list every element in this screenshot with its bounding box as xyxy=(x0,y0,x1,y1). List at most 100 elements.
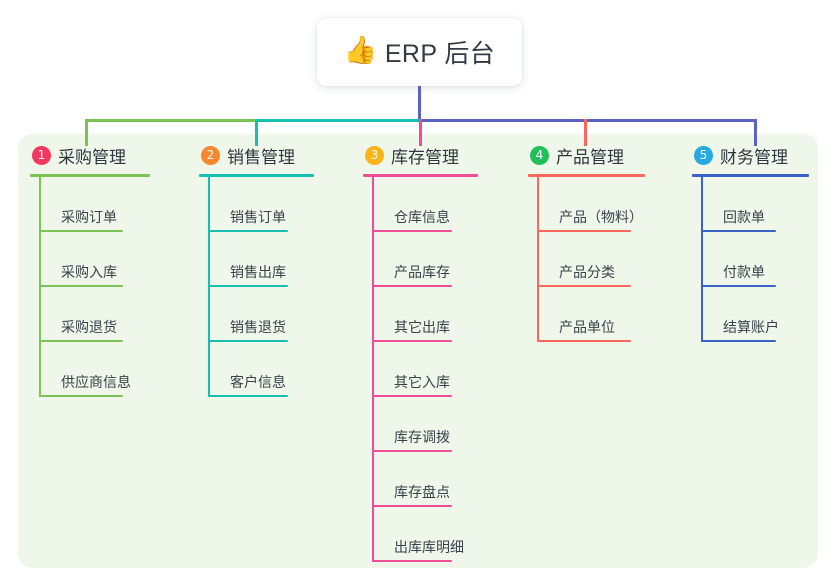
branch-item-label: 采购订单 xyxy=(61,209,117,225)
branch-item-label: 产品单位 xyxy=(559,319,615,335)
branch-item-underline xyxy=(208,285,288,287)
branch-item[interactable]: 产品分类 xyxy=(528,232,645,287)
branch-item-label: 产品库存 xyxy=(394,264,450,280)
branch-item[interactable]: 产品单位 xyxy=(528,287,645,342)
branch-item-underline xyxy=(701,340,776,342)
branch-item[interactable]: 其它出库 xyxy=(363,287,478,342)
branch-number-badge: 3 xyxy=(365,145,384,165)
drop-inventory xyxy=(419,119,422,146)
branch-number-badge: 1 xyxy=(32,145,51,165)
branch-item-label: 其它入库 xyxy=(394,374,450,390)
bus-segment-teal xyxy=(255,119,419,122)
branch-item-underline xyxy=(372,560,452,562)
branch-item-label: 库存调拨 xyxy=(394,429,450,445)
branch-item-underline xyxy=(39,230,123,232)
branch-item-label: 销售退货 xyxy=(230,319,286,335)
branch-item-label: 付款单 xyxy=(723,264,765,280)
bus-segment-green xyxy=(85,119,255,122)
branch-header-1[interactable]: 1 采购管理 xyxy=(30,142,150,168)
drop-sales xyxy=(255,119,258,146)
branch-column-4: 4 产品管理产品（物料） 产品分类产品单位 xyxy=(528,142,645,342)
branch-spine-line xyxy=(372,177,374,562)
branch-item[interactable]: 其它入库 xyxy=(363,342,478,397)
branch-item[interactable]: 库存盘点 xyxy=(363,452,478,507)
branch-header-underline xyxy=(199,174,314,177)
branch-item[interactable]: 产品库存 xyxy=(363,232,478,287)
branch-item-label: 销售订单 xyxy=(230,209,286,225)
branch-number-badge: 5 xyxy=(694,145,713,165)
branch-title: 产品管理 xyxy=(556,147,624,167)
drop-finance xyxy=(754,119,757,146)
branch-item-list: 采购订单采购入库采购退货供应商信息 xyxy=(30,177,150,397)
branch-item[interactable]: 仓库信息 xyxy=(363,177,478,232)
branch-item-label: 产品（物料） xyxy=(559,209,643,225)
branch-item-underline xyxy=(372,450,452,452)
branch-item[interactable]: 供应商信息 xyxy=(30,342,150,397)
branches-panel xyxy=(18,134,818,568)
branch-spine-line xyxy=(537,177,539,342)
branch-item[interactable]: 销售退货 xyxy=(199,287,314,342)
branch-item-underline xyxy=(537,340,631,342)
branch-item-list: 仓库信息产品库存其它出库其它入库库存调拨库存盘点出库库明细 xyxy=(363,177,478,562)
branch-header-3[interactable]: 3 库存管理 xyxy=(363,142,478,168)
branch-title: 销售管理 xyxy=(227,147,295,167)
branch-item-label: 采购入库 xyxy=(61,264,117,280)
branch-item[interactable]: 付款单 xyxy=(692,232,809,287)
drop-product xyxy=(584,119,587,146)
branch-item[interactable]: 产品（物料） xyxy=(528,177,645,232)
branch-item-label: 库存盘点 xyxy=(394,484,450,500)
branch-item[interactable]: 销售订单 xyxy=(199,177,314,232)
branch-item-underline xyxy=(701,230,776,232)
branch-title: 库存管理 xyxy=(391,147,459,167)
branch-item-underline xyxy=(39,340,123,342)
branch-item-underline xyxy=(208,395,288,397)
branch-item-underline xyxy=(372,395,452,397)
branch-item-underline xyxy=(372,285,452,287)
branch-column-3: 3 库存管理仓库信息产品库存其它出库其它入库库存调拨库存盘点出库库明细 xyxy=(363,142,478,562)
branch-spine-line xyxy=(39,177,41,397)
branch-item[interactable]: 采购订单 xyxy=(30,177,150,232)
branch-item-list: 销售订单销售出库销售退货客户信息 xyxy=(199,177,314,397)
branch-header-underline xyxy=(30,174,150,177)
branch-number-badge: 2 xyxy=(201,145,220,165)
branch-item[interactable]: 客户信息 xyxy=(199,342,314,397)
branch-item[interactable]: 采购入库 xyxy=(30,232,150,287)
branch-item-underline xyxy=(208,230,288,232)
branch-item[interactable]: 回款单 xyxy=(692,177,809,232)
branch-item-label: 仓库信息 xyxy=(394,209,450,225)
thumbs-up-icon: 👍 xyxy=(343,35,378,65)
branch-item-label: 销售出库 xyxy=(230,264,286,280)
branch-item-label: 产品分类 xyxy=(559,264,615,280)
branch-item-underline xyxy=(537,230,631,232)
branch-item-underline xyxy=(39,395,123,397)
branch-item[interactable]: 结算账户 xyxy=(692,287,809,342)
root-node[interactable]: 👍 ERP 后台 xyxy=(317,18,522,86)
branch-item-label: 其它出库 xyxy=(394,319,450,335)
branch-header-4[interactable]: 4 产品管理 xyxy=(528,142,645,168)
branch-item-underline xyxy=(537,285,631,287)
branch-spine-line xyxy=(208,177,210,397)
branch-spine-line xyxy=(701,177,703,342)
branch-item-label: 采购退货 xyxy=(61,319,117,335)
branch-item[interactable]: 出库库明细 xyxy=(363,507,478,562)
branch-item-underline xyxy=(701,285,776,287)
branch-item-label: 出库库明细 xyxy=(394,539,464,555)
root-stem-line xyxy=(418,86,421,122)
branch-column-2: 2 销售管理销售订单销售出库销售退货客户信息 xyxy=(199,142,314,397)
branch-item-label: 回款单 xyxy=(723,209,765,225)
branch-item-underline xyxy=(372,230,452,232)
branch-item-list: 产品（物料） 产品分类产品单位 xyxy=(528,177,645,342)
branch-item[interactable]: 采购退货 xyxy=(30,287,150,342)
branch-number-badge: 4 xyxy=(530,145,549,165)
branch-item-label: 供应商信息 xyxy=(61,374,131,390)
branch-header-underline xyxy=(692,174,809,177)
branch-item[interactable]: 销售出库 xyxy=(199,232,314,287)
branch-title: 采购管理 xyxy=(58,147,126,167)
branch-item[interactable]: 库存调拨 xyxy=(363,397,478,452)
branch-item-label: 客户信息 xyxy=(230,374,286,390)
branch-header-2[interactable]: 2 销售管理 xyxy=(199,142,314,168)
drop-purchase xyxy=(85,119,88,146)
